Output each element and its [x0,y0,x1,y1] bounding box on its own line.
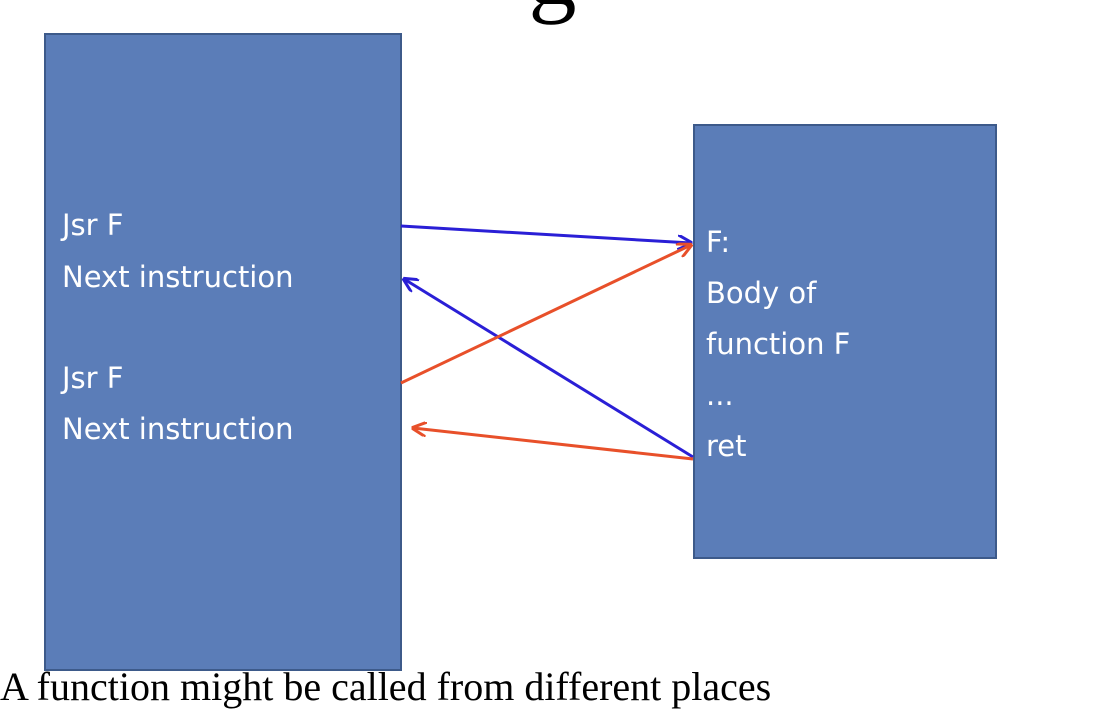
function-f-box [693,124,997,559]
return-arrow-2 [413,428,694,461]
caller-jsr-1: Jsr F [62,208,124,242]
caller-next-instruction-2: Next instruction [62,412,294,446]
function-body-line-2: function F [706,327,851,361]
call-arrow-2 [400,245,691,385]
function-ellipsis: ... [706,378,734,412]
caller-jsr-2: Jsr F [62,361,124,395]
return-arrow-1 [404,279,694,459]
function-ret: ret [706,429,747,463]
arrows-layer [0,224,1105,461]
function-body-line-1: Body of [706,276,817,310]
caller-next-instruction-1: Next instruction [62,260,294,294]
slide-caption: A function might be called from differen… [0,664,772,709]
caller-code-box [44,33,402,671]
function-label: F: [706,225,731,259]
call-arrow-1 [400,224,691,243]
